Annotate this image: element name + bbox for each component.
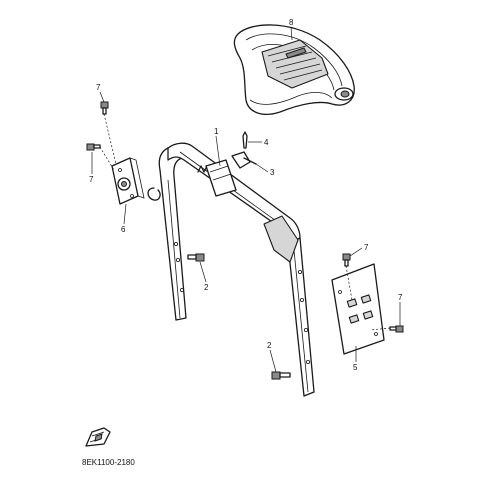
screw-right-top [342, 253, 351, 267]
bolt-bottom [271, 371, 291, 380]
seat [233, 24, 355, 115]
bracket-left [111, 157, 145, 205]
callout-2-bottom: 2 [267, 341, 272, 350]
callout-2-middle: 2 [204, 283, 209, 292]
pin [242, 131, 248, 149]
callout-7-left: 7 [89, 175, 94, 184]
screw-right-side [389, 325, 404, 333]
callout-8: 8 [289, 18, 294, 27]
drawing-code: 8EK1100-2180 [82, 458, 135, 467]
plate-right [331, 263, 385, 355]
bolt-middle [187, 253, 205, 262]
callout-5: 5 [353, 363, 358, 372]
callout-6: 6 [121, 225, 126, 234]
leader-lines [91, 26, 401, 373]
clip [231, 151, 257, 169]
callouts: 8 1 4 3 7 7 6 2 2 7 7 5 [89, 18, 403, 372]
callout-4: 4 [264, 138, 269, 147]
screw-top [100, 101, 109, 115]
front-arrow-icon [85, 427, 111, 447]
screw-left [86, 143, 101, 151]
callout-7-right-top: 7 [364, 243, 369, 252]
callout-3: 3 [270, 168, 275, 177]
callout-7-right: 7 [398, 293, 403, 302]
callout-7-top: 7 [96, 83, 101, 92]
handlebar-frame [147, 142, 315, 397]
callout-1: 1 [214, 127, 219, 136]
